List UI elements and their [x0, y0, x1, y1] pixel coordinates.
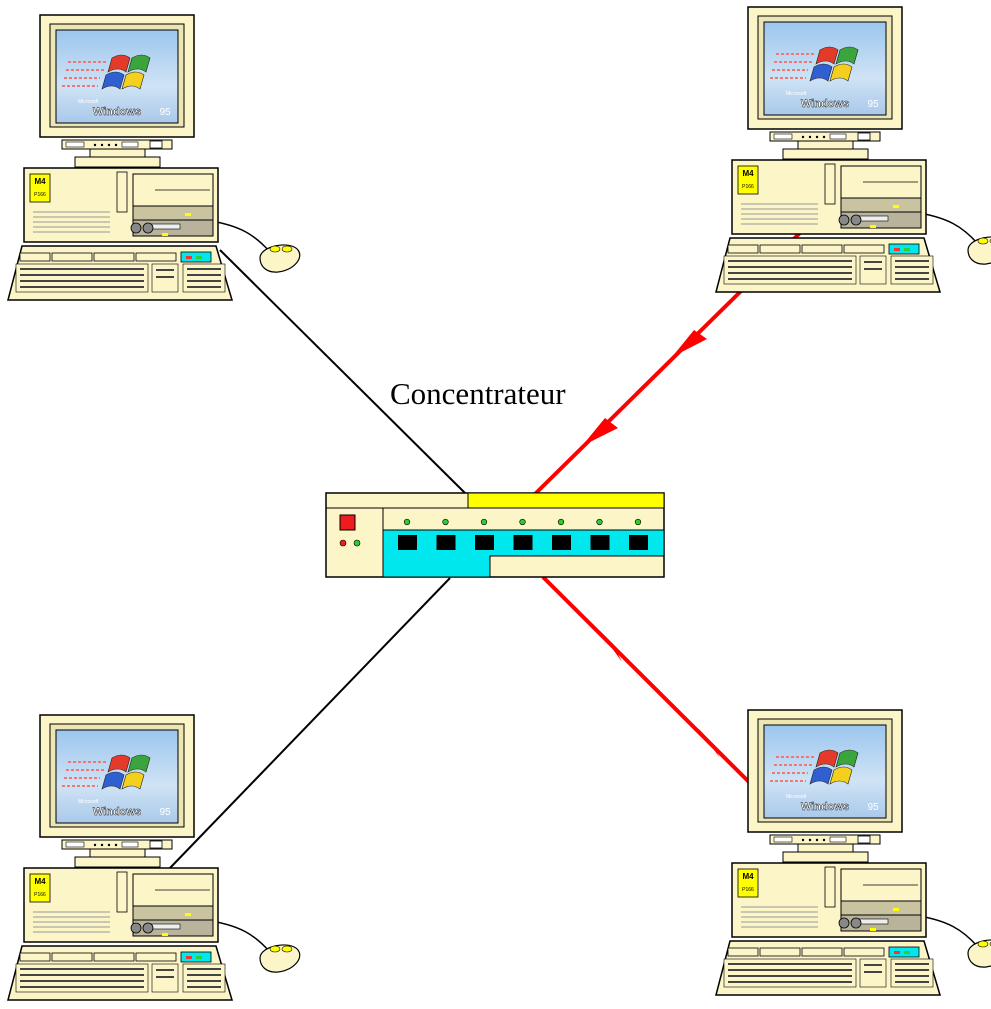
- cable-bottom-right-active: [541, 575, 759, 792]
- case-model-text: P166: [742, 887, 754, 893]
- case-badge-text: M4: [34, 177, 46, 186]
- case-badge-text: M4: [742, 169, 754, 178]
- port-led: [480, 518, 488, 526]
- screen-brand-text: Microsoft: [786, 91, 807, 97]
- computer-bottom-right: Windows 95 Microsoft M4 P166: [715, 709, 991, 996]
- cable-top-left: [219, 249, 467, 495]
- screen-version-text: 95: [159, 807, 171, 818]
- screen-brand-text: Microsoft: [786, 794, 807, 800]
- case-model-text: P166: [34, 192, 46, 198]
- computer-bottom-left: Windows 95 Microsoft M4 P166: [7, 714, 301, 1001]
- hub-ports: [398, 518, 648, 550]
- hub-port: [513, 535, 533, 550]
- screen-logo-text: Windows: [801, 98, 849, 110]
- port-led: [442, 518, 449, 526]
- power-led-green: [353, 539, 361, 547]
- hub-label: Concentrateur: [390, 376, 566, 411]
- port-led: [634, 518, 642, 526]
- port-led: [519, 518, 526, 526]
- computer-top-left: Windows 95 Microsoft M4 P166: [7, 14, 301, 301]
- hub-port: [629, 535, 648, 550]
- screen-logo-text: Windows: [801, 801, 849, 813]
- arrow-icon: [599, 630, 622, 662]
- screen-brand-text: Microsoft: [78, 799, 99, 805]
- case-badge-text: M4: [34, 877, 46, 886]
- case-badge-text: M4: [742, 872, 754, 881]
- signal-arrows: [582, 330, 720, 758]
- hub: [325, 492, 665, 578]
- arrow-icon: [672, 330, 707, 357]
- hub-port: [590, 535, 610, 550]
- hub-port: [475, 535, 494, 550]
- port-led: [557, 518, 565, 526]
- screen-version-text: 95: [159, 107, 171, 118]
- computer-top-right: Windows 95 Microsoft M4 P166: [715, 6, 991, 293]
- hub-port: [552, 535, 571, 550]
- screen-logo-text: Windows: [93, 106, 141, 118]
- screen-brand-text: Microsoft: [78, 99, 99, 105]
- port-led: [596, 518, 603, 526]
- power-button: [339, 514, 356, 531]
- port-led: [403, 518, 411, 526]
- case-model-text: P166: [742, 184, 754, 190]
- hub-port: [436, 535, 456, 550]
- power-led-red: [339, 539, 347, 547]
- screen-logo-text: Windows: [93, 806, 141, 818]
- hub-port: [398, 535, 417, 550]
- arrow-icon: [582, 418, 618, 446]
- case-model-text: P166: [34, 892, 46, 898]
- arrow-icon: [698, 728, 720, 758]
- screen-version-text: 95: [867, 802, 879, 813]
- screen-version-text: 95: [867, 99, 879, 110]
- cable-bottom-left: [169, 577, 451, 869]
